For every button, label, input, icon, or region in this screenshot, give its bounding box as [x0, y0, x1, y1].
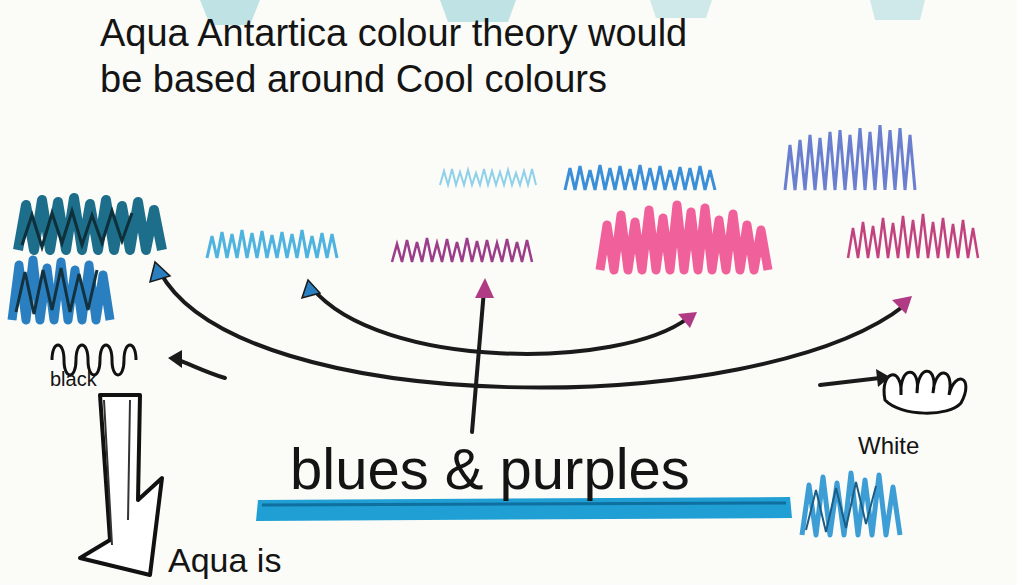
periwinkle-swatch — [785, 125, 915, 190]
group-heading: blues & purples — [290, 436, 690, 503]
black-pointer — [178, 360, 225, 378]
blue-swatch-bottom — [802, 473, 900, 535]
teal-swatch — [18, 198, 162, 250]
white-pointer — [820, 378, 880, 385]
blue-swatch — [565, 165, 715, 190]
purple-swatch — [392, 238, 532, 262]
arrowheads — [150, 262, 912, 387]
white-swatch — [884, 371, 966, 413]
light-blue-swatch — [207, 230, 337, 258]
arrowhead — [678, 312, 697, 328]
blue-block-swatch — [12, 260, 110, 320]
highlight-band-stroke — [262, 503, 786, 505]
top-mark — [870, 0, 925, 20]
vertical-line — [472, 290, 484, 432]
outer-arc — [160, 272, 905, 388]
arrowhead — [892, 296, 912, 314]
arrowhead — [302, 280, 320, 298]
colour-label: White — [858, 432, 919, 460]
big-arrow-hatch — [104, 400, 130, 545]
arrowhead — [150, 262, 170, 282]
arrowhead — [876, 369, 890, 387]
inner-arc — [312, 288, 688, 354]
teal-swatch-shade — [22, 211, 132, 247]
note-text: Aqua is — [168, 541, 281, 580]
blue-swatch-bottom-shade — [806, 482, 876, 532]
pale-blue-swatch — [440, 169, 536, 185]
magenta-swatch — [848, 214, 978, 258]
blue-block-shade — [16, 268, 97, 314]
arrow-lines — [160, 272, 905, 432]
pink-swatch — [600, 205, 768, 270]
arrowhead — [168, 350, 182, 368]
colour-label: black — [50, 368, 97, 391]
big-arrow — [80, 395, 162, 575]
arrowhead — [475, 278, 494, 298]
heading: Aqua Antartica colour theory would be ba… — [100, 10, 700, 102]
